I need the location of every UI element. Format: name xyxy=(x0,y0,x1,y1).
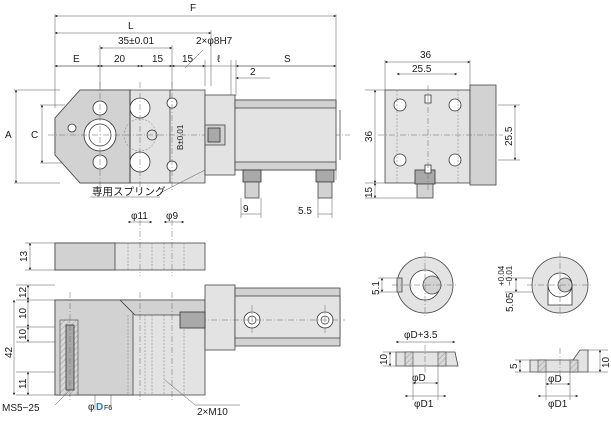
label-ms: MS5−25 xyxy=(2,403,40,414)
dim-tol-minus: −0.01 xyxy=(505,265,514,286)
dim-10b: 10 xyxy=(18,328,29,340)
dim-20: 20 xyxy=(114,54,126,65)
dim-15b: 15 xyxy=(182,54,194,65)
dim-5-1: 5.1 xyxy=(371,281,382,295)
dim-36-top: 36 xyxy=(420,50,432,61)
dim-10d: 10 xyxy=(601,356,611,368)
dim-9: 9 xyxy=(243,204,249,215)
dim-L: L xyxy=(128,21,134,32)
top-view: F L 35±0.01 2×φ8H7 E 20 15 15 ℓ 2 S A C xyxy=(5,3,350,218)
dim-phiD-3-5: φD+3.5 xyxy=(404,330,438,341)
dim-5-5: 5.5 xyxy=(298,206,312,217)
label-phi-prefix: φ xyxy=(88,402,95,413)
detail-sections: φD+3.5 10 φD φD1 5 10 φD φD1 xyxy=(379,330,611,410)
dim-A: A xyxy=(5,130,12,141)
detail-slotted: 5.05 +0.04 −0.01 xyxy=(497,252,593,318)
dim-10a: 10 xyxy=(18,307,29,319)
dim-25-5-side: 25.5 xyxy=(504,126,515,146)
dim-phiD-b: φD xyxy=(548,374,562,385)
dim-25-5-top: 25.5 xyxy=(412,64,432,75)
spring-label: 専用スプリング xyxy=(92,185,166,198)
dim-15a: 15 xyxy=(152,54,164,65)
dim-B-tol: B±0.01 xyxy=(176,124,185,150)
dim-15-side: 15 xyxy=(364,186,375,198)
section-view: 12 10 10 42 11 MS5−25 φ D F6 2×M10 xyxy=(2,284,345,418)
dim-phi9: φ9 xyxy=(166,211,178,222)
dim-F: F xyxy=(190,3,196,14)
dim-42: 42 xyxy=(4,346,15,358)
label-m10: 2×M10 xyxy=(197,407,228,418)
dim-5-05: 5.05 xyxy=(505,292,516,312)
dim-C: C xyxy=(31,130,38,141)
dim-E: E xyxy=(73,54,80,65)
plate-view: φ11 φ9 13 xyxy=(19,211,206,276)
dim-10c: 10 xyxy=(379,353,390,365)
dim-35-tol: 35±0.01 xyxy=(118,36,155,47)
dim-phi11: φ11 xyxy=(131,211,148,222)
dim-12: 12 xyxy=(18,286,29,298)
dim-S: S xyxy=(284,54,291,65)
dim-36-side: 36 xyxy=(364,130,375,142)
dim-13: 13 xyxy=(19,250,30,262)
dim-holes: 2×φ8H7 xyxy=(196,36,233,47)
detail-round: 5.1 xyxy=(371,252,458,318)
dim-phiD1-a: φD1 xyxy=(414,399,434,410)
dim-2: 2 xyxy=(250,67,256,78)
label-phi-D: D xyxy=(96,402,103,413)
dim-5b: 5 xyxy=(509,363,520,369)
label-phi-sub: F6 xyxy=(104,405,112,412)
dim-tol-plus: +0.04 xyxy=(497,265,506,286)
dim-11: 11 xyxy=(18,378,29,389)
dim-phiD1-b: φD1 xyxy=(548,399,568,410)
side-view-right: 36 25.5 36 25.5 15 xyxy=(364,50,520,199)
dim-ell: ℓ xyxy=(217,54,221,65)
dim-phiD-a: φD xyxy=(412,373,426,384)
